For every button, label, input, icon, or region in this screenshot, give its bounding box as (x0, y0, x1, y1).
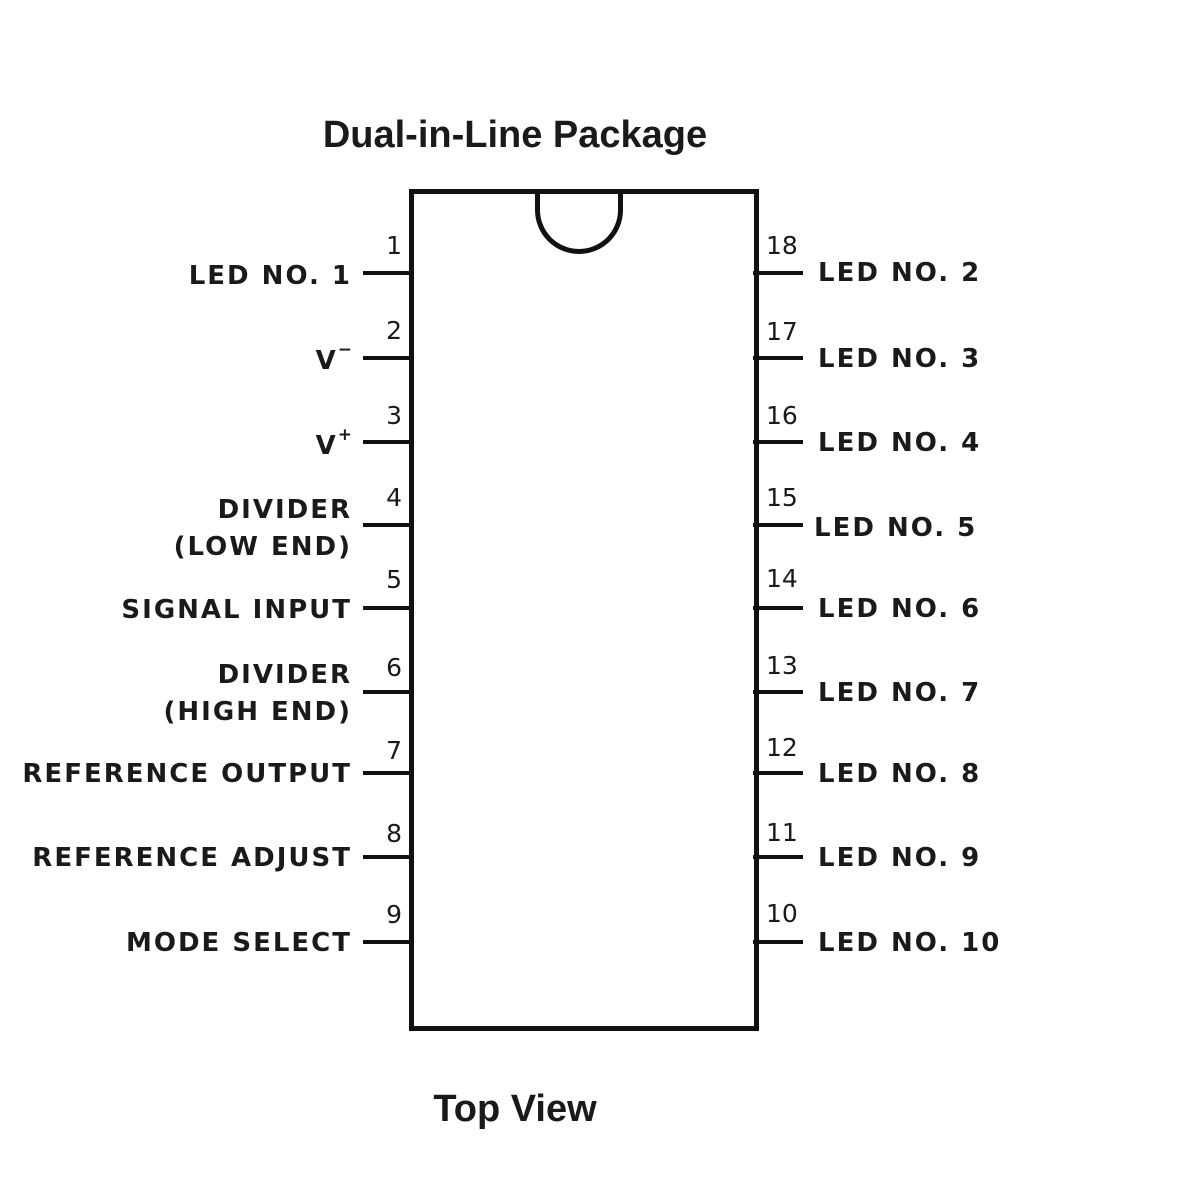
pin-label-15: LED NO. 5 (814, 513, 978, 543)
pin-lead-9 (363, 940, 411, 944)
pin-number-1: 1 (386, 231, 402, 260)
pin-number-16: 16 (766, 401, 798, 430)
pin-label-5: SIGNAL INPUT (121, 595, 352, 625)
pin-lead-15 (753, 523, 803, 527)
ic-package-body (409, 189, 759, 1031)
pin-label-4: DIVIDER (LOW END) (174, 492, 352, 566)
pin-label-6-line1: DIVIDER (217, 660, 352, 690)
pin-label-13: LED NO. 7 (818, 678, 982, 708)
pin-number-8: 8 (386, 819, 402, 848)
pin-number-7: 7 (386, 736, 402, 765)
pin-number-5: 5 (386, 565, 402, 594)
pin-label-2-base: V (315, 346, 338, 376)
pin-label-14: LED NO. 6 (818, 594, 982, 624)
pin-number-11: 11 (766, 818, 798, 847)
pin-number-13: 13 (766, 651, 798, 680)
pin-number-6: 6 (386, 653, 402, 682)
pin-label-16: LED NO. 4 (818, 428, 982, 458)
pin-lead-7 (363, 771, 411, 775)
pin-lead-11 (753, 855, 803, 859)
pin-lead-16 (753, 440, 803, 444)
pin-label-11: LED NO. 9 (818, 843, 982, 873)
pin-number-12: 12 (766, 733, 798, 762)
pin-label-17: LED NO. 3 (818, 344, 982, 374)
pin-number-10: 10 (766, 899, 798, 928)
pin-label-7: REFERENCE OUTPUT (22, 759, 352, 789)
pin-lead-2 (363, 356, 411, 360)
pin-lead-17 (753, 356, 803, 360)
pin-lead-4 (363, 523, 411, 527)
pin-lead-12 (753, 771, 803, 775)
pin-label-3: V+ (315, 425, 352, 465)
pin-number-3: 3 (386, 401, 402, 430)
pin-lead-10 (753, 940, 803, 944)
pin-label-4-line2: (LOW END) (173, 532, 352, 562)
pin-lead-5 (363, 606, 411, 610)
pin-lead-3 (363, 440, 411, 444)
pin-number-9: 9 (386, 900, 402, 929)
pin-label-9: MODE SELECT (125, 928, 352, 958)
pin-label-6-line2: (HIGH END) (163, 697, 352, 727)
pin-label-3-sup: + (337, 425, 352, 445)
pin-number-2: 2 (386, 316, 402, 345)
pin-lead-1 (363, 271, 411, 275)
pin-label-6: DIVIDER (HIGH END) (164, 657, 352, 731)
pin-number-18: 18 (766, 231, 798, 260)
pin-label-8: REFERENCE ADJUST (32, 843, 352, 873)
pin-lead-13 (753, 690, 803, 694)
pin-number-17: 17 (766, 317, 798, 346)
view-caption: Top View (433, 1088, 597, 1130)
pin1-notch (535, 192, 623, 254)
diagram-title: Dual-in-Line Package (322, 114, 708, 156)
pin-label-18: LED NO. 2 (818, 258, 982, 288)
pin-label-2: V− (315, 340, 352, 380)
pin-number-15: 15 (766, 483, 798, 512)
pin-lead-6 (363, 690, 411, 694)
pin-label-4-line1: DIVIDER (217, 495, 352, 525)
pin-number-14: 14 (766, 564, 798, 593)
pin-lead-14 (753, 606, 803, 610)
pin-label-2-sup: − (337, 340, 352, 360)
pin-label-10: LED NO. 10 (818, 928, 1002, 958)
pin-lead-8 (363, 855, 411, 859)
pin-label-1: LED NO. 1 (188, 261, 352, 291)
pin-lead-18 (753, 271, 803, 275)
pin-label-3-base: V (315, 431, 338, 461)
pin-number-4: 4 (386, 483, 402, 512)
pin-label-12: LED NO. 8 (818, 759, 982, 789)
